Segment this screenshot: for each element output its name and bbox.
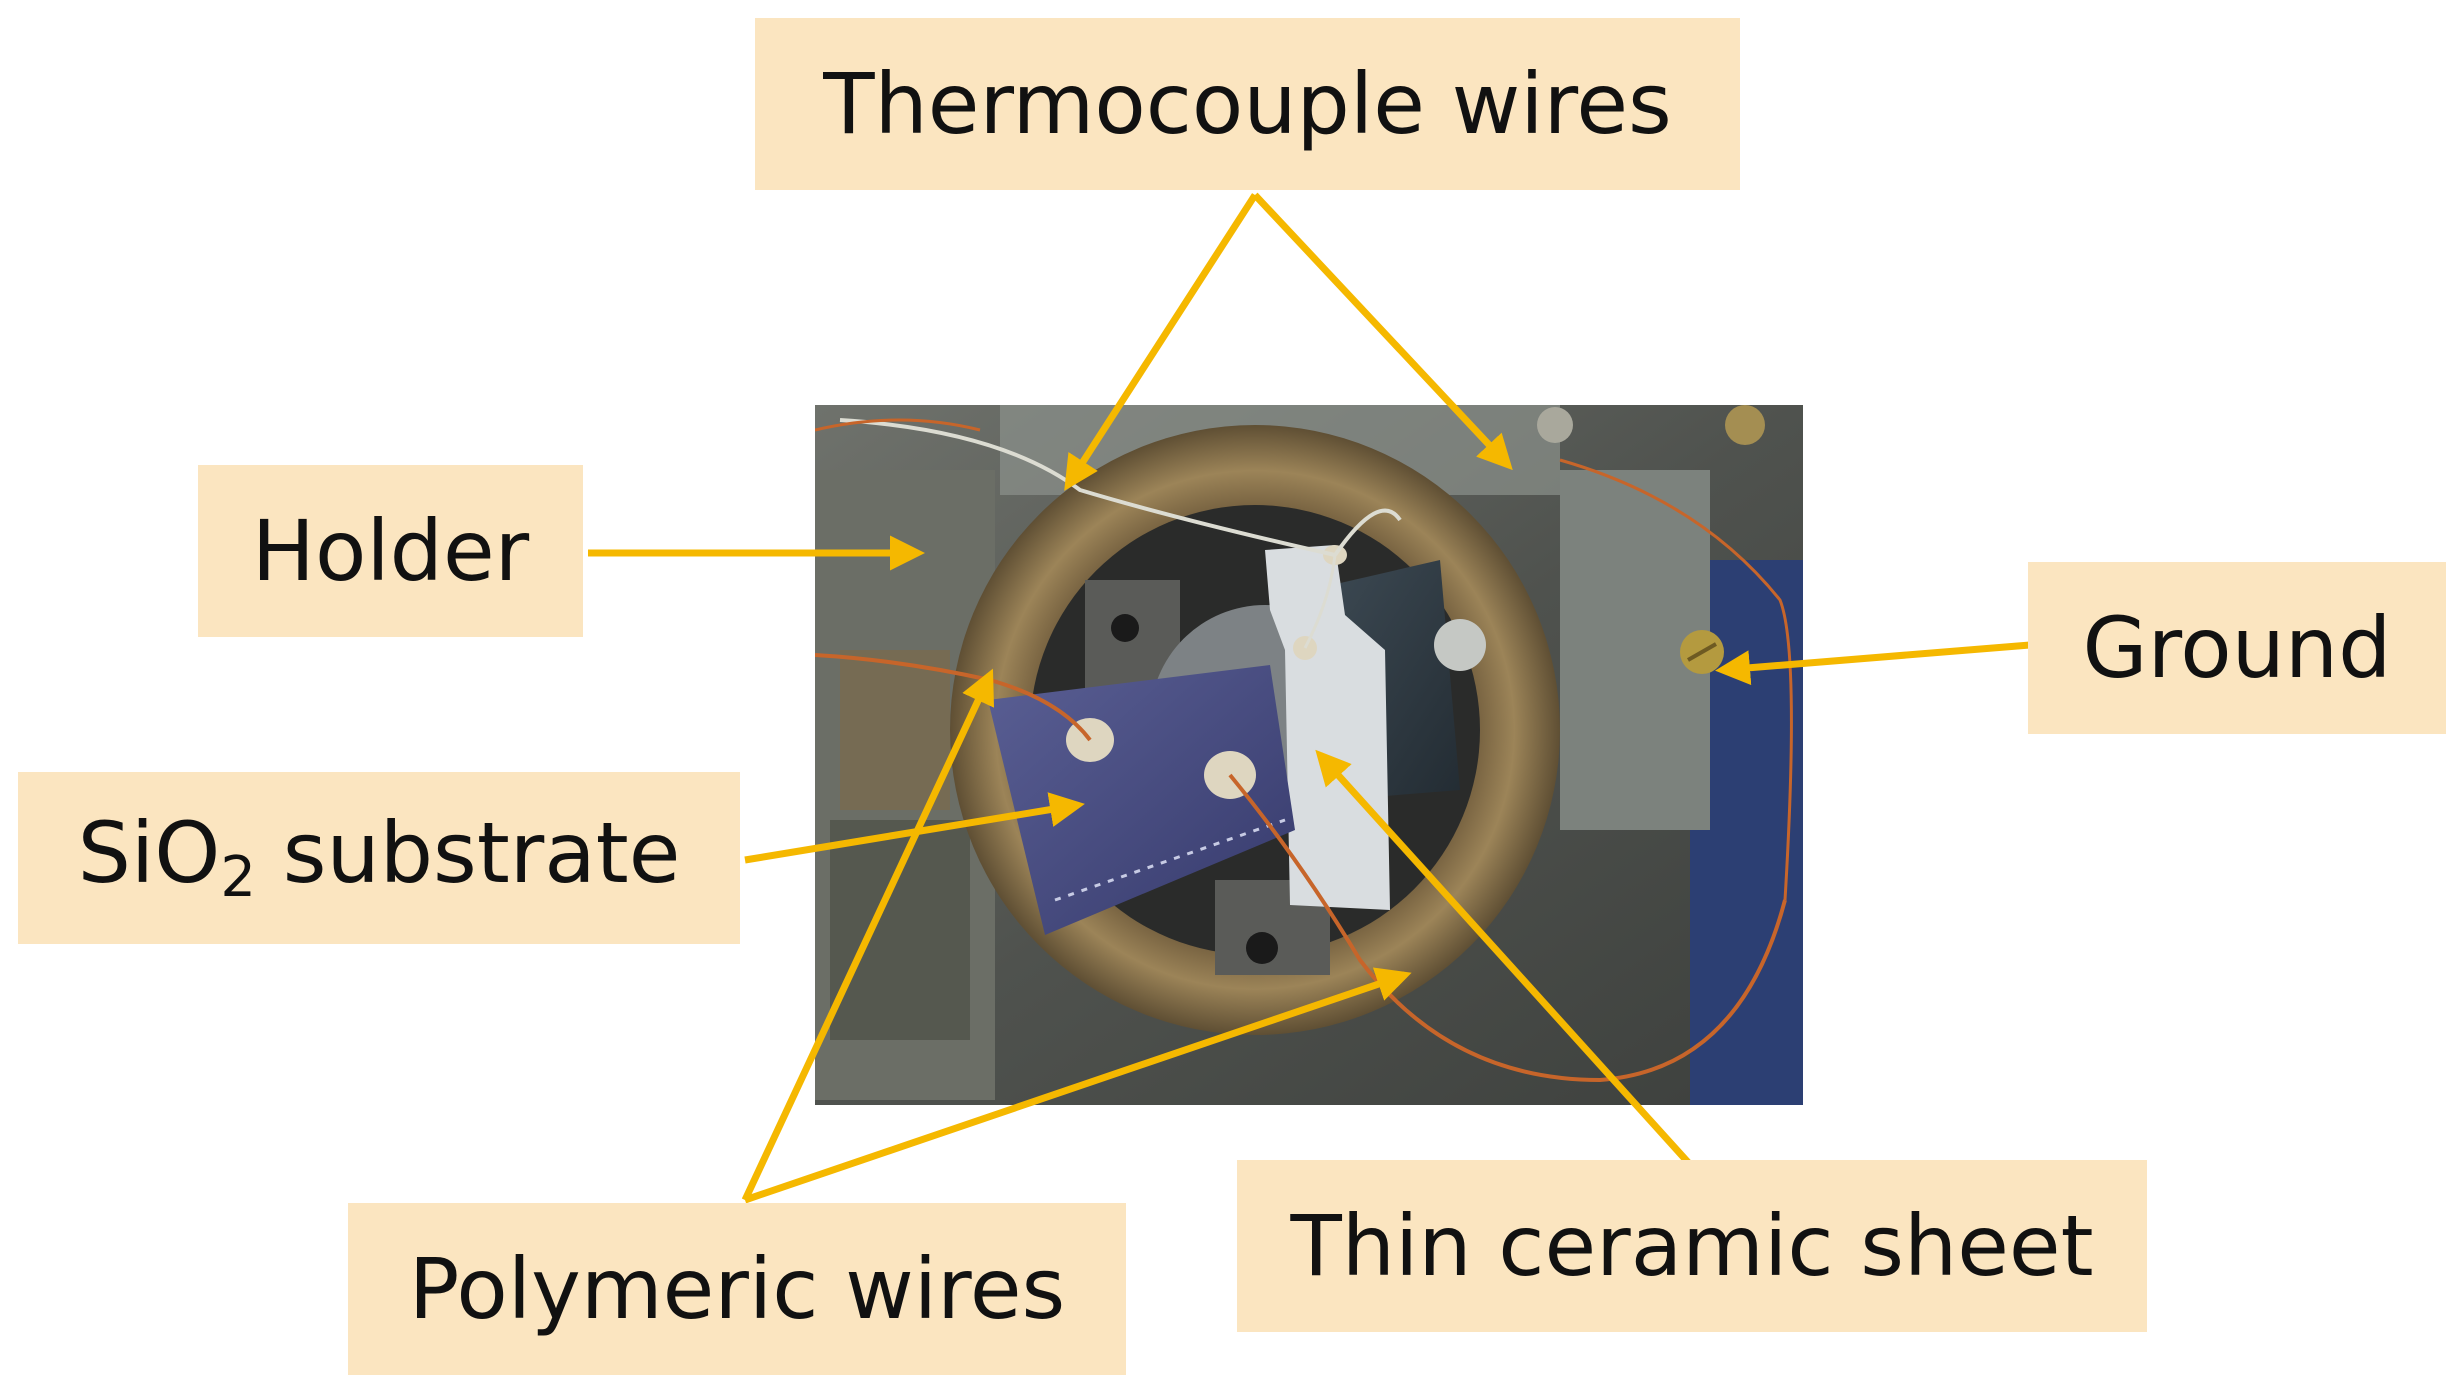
label-thermocouple-text: Thermocouple wires [823, 55, 1672, 153]
label-polymeric-wires: Polymeric wires [348, 1203, 1126, 1375]
label-ground-text: Ground [2082, 599, 2392, 697]
label-thin-ceramic-sheet: Thin ceramic sheet [1237, 1160, 2147, 1332]
substrate-suffix: substrate [256, 803, 681, 902]
label-holder: Holder [198, 465, 583, 637]
substrate-subscript: 2 [220, 844, 257, 910]
label-ground: Ground [2028, 562, 2446, 734]
arrow-thermocouple-right [1252, 192, 1513, 471]
substrate-prefix: SiO [77, 803, 221, 902]
arrow-substrate [744, 792, 1085, 864]
label-polymeric-text: Polymeric wires [408, 1240, 1066, 1338]
label-ceramic-text: Thin ceramic sheet [1290, 1197, 2094, 1295]
label-substrate-text: SiO2 substrate [78, 811, 681, 906]
label-thermocouple-wires: Thermocouple wires [755, 18, 1740, 190]
label-holder-text: Holder [251, 502, 530, 600]
arrow-polymeric-right [743, 967, 1412, 1204]
ceramic-sheet [1265, 545, 1390, 910]
arrow-thermocouple-left [1064, 193, 1258, 491]
arrow-polymeric-left [741, 668, 995, 1202]
arrow-ground [1715, 641, 2031, 686]
label-sio2-substrate: SiO2 substrate [18, 772, 740, 944]
arrow-ceramic [1315, 749, 1698, 1173]
sio2-substrate [988, 665, 1295, 935]
